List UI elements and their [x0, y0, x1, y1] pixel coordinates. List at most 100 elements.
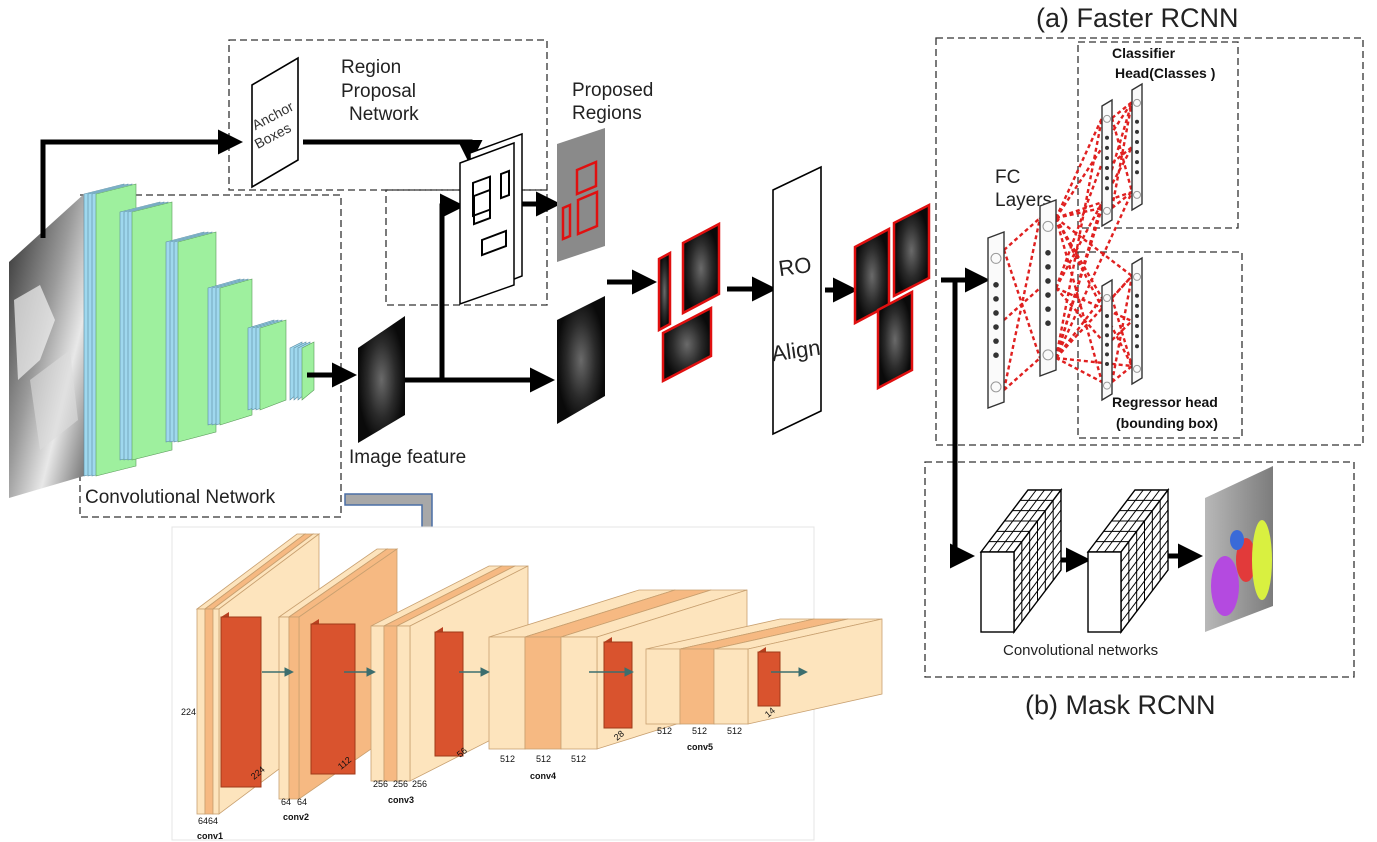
grid-line — [1013, 559, 1062, 623]
pool-face — [434, 631, 464, 757]
vgg-spatial-label: 224 — [181, 707, 196, 717]
fc-connection — [1055, 356, 1133, 368]
mask-conv-block-1 — [979, 487, 1063, 635]
vgg-pool-layer — [603, 637, 633, 729]
fc-neuron — [1045, 278, 1051, 284]
fc-label-line1: FC — [995, 167, 1020, 188]
fc-neuron — [1135, 170, 1139, 175]
vgg-conv-slab — [713, 618, 883, 725]
grid-line — [988, 489, 1037, 553]
fc-connection — [1111, 101, 1133, 119]
grid-line — [1120, 499, 1169, 563]
grid-line — [1112, 489, 1161, 553]
grid-line — [1120, 559, 1169, 623]
faster-rcnn-box — [935, 37, 1364, 446]
fc-neuron — [1135, 334, 1139, 339]
fc-neuron — [1045, 320, 1051, 327]
fc-neuron — [1135, 119, 1139, 124]
fc-connection — [1003, 287, 1041, 321]
fc-connection — [1110, 275, 1134, 383]
image-feature-map — [358, 316, 405, 443]
input-image — [9, 194, 84, 498]
grid-line — [1120, 509, 1169, 573]
fc-neuron-ring — [1103, 381, 1111, 390]
fc-connection — [1055, 356, 1103, 384]
fc-connection — [1054, 162, 1104, 289]
fc-neuron — [1135, 344, 1139, 349]
fc-connection — [1110, 101, 1134, 209]
fc-neuron — [993, 352, 999, 359]
cnn-layer — [119, 201, 173, 461]
vgg-channel-label: 512 — [657, 726, 672, 736]
cnn-slab-green — [301, 341, 315, 401]
regressor-label-line1: Regressor head — [1112, 394, 1218, 410]
vgg-block-name: conv4 — [530, 771, 556, 781]
vgg-channel-label: 256 — [412, 779, 427, 789]
conv-networks-label: Convolutional networks — [1003, 642, 1158, 659]
cropped-regions — [657, 221, 721, 384]
fc-neuron — [1105, 135, 1109, 140]
fc-neuron-ring — [1042, 349, 1054, 361]
fc-neuron — [1105, 176, 1109, 181]
grid-line — [1120, 539, 1169, 603]
fc-neuron — [1105, 155, 1109, 160]
fc-connection — [1055, 217, 1133, 277]
fc-connection — [1054, 191, 1134, 359]
fc-neuron — [1135, 160, 1139, 165]
rpn-label-line2: Proposal — [341, 81, 416, 102]
fc-neuron — [1045, 264, 1051, 270]
fc-neuron — [1105, 362, 1109, 366]
grid-line — [1013, 529, 1062, 593]
grid-line — [1120, 549, 1169, 613]
slab-front — [383, 625, 398, 782]
cnn-layer — [289, 341, 315, 401]
fc-neuron-ring — [1103, 294, 1111, 302]
fc-connection — [1054, 217, 1104, 383]
fc-neuron — [1135, 139, 1139, 144]
fc-connection — [1054, 101, 1134, 219]
slab-front — [370, 625, 385, 782]
fc-neuron — [993, 324, 999, 330]
fc-neuron-ring — [1103, 114, 1111, 123]
fc-neuron — [1135, 303, 1139, 308]
vgg-pool-layer — [310, 619, 356, 775]
slab-front — [524, 636, 562, 750]
vgg-block-name: conv3 — [388, 795, 414, 805]
fc-neuron — [993, 282, 999, 288]
slab-front — [278, 616, 290, 800]
grid-line — [1013, 499, 1062, 563]
aligned-regions — [853, 202, 931, 391]
fc-neuron — [1105, 333, 1109, 338]
fc-neuron — [993, 338, 999, 344]
vgg-channel-label: 512 — [727, 726, 742, 736]
grid-front — [980, 551, 1015, 633]
fc-connection — [1003, 357, 1041, 391]
fc-neuron — [1105, 342, 1109, 347]
grid-line — [997, 489, 1045, 553]
vgg-pool-layer — [757, 647, 781, 707]
mask-rcnn-title: (b) Mask RCNN — [1025, 690, 1216, 720]
grid-line — [1104, 489, 1152, 553]
vgg-channel-label: 256 — [373, 779, 388, 789]
fc-layer-plate — [1039, 198, 1057, 378]
fc-layer — [1131, 256, 1143, 386]
fc-neuron — [1045, 250, 1051, 256]
fc-connection — [1111, 365, 1133, 383]
vgg-channel-label: 512 — [571, 754, 586, 764]
fc-connection — [1054, 101, 1134, 359]
roi-label-line1: RO — [777, 252, 813, 281]
vgg-block-name: conv5 — [687, 742, 713, 752]
fc-neuron-ring — [1133, 190, 1141, 199]
fc-connection — [1055, 297, 1103, 359]
grid-line — [1005, 489, 1054, 553]
slab-front — [204, 608, 214, 815]
segmentation-output — [1205, 466, 1273, 632]
fc-layer-plate — [1101, 278, 1113, 402]
grid-front — [1087, 551, 1122, 633]
mask-rcnn-box — [924, 461, 1355, 678]
vgg-block-name: conv1 — [197, 831, 223, 841]
vgg-spatial-label: 56 — [455, 745, 469, 759]
fc-connection — [1054, 117, 1104, 359]
